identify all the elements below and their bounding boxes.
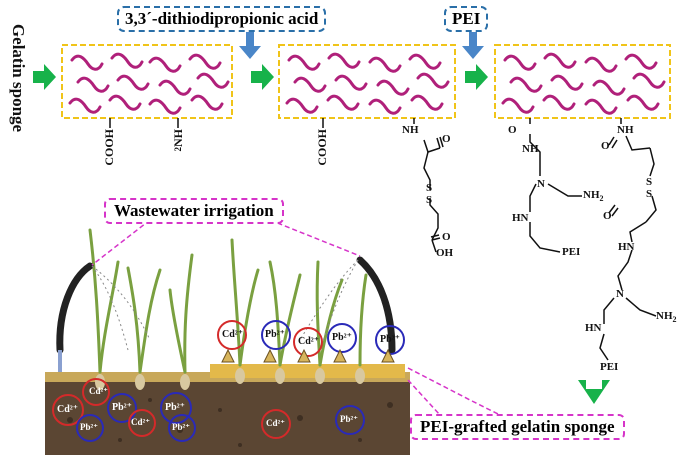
gelatin-sponge-label: Gelatin sponge [9,23,28,133]
soil [45,372,410,455]
ion-pb: Pb²⁺ [265,329,285,340]
ion-cd: Cd²⁺ [57,404,79,415]
amine-hn-left: HN [512,212,529,224]
pei-grafted-sponge-label: PEI-grafted gelatin sponge [410,414,625,440]
ion-pb: Pb²⁺ [80,422,98,432]
ion-cd: Cd²⁺ [131,417,150,427]
ion-cd: Cd²⁺ [266,418,285,428]
ion-pb: Pb²⁺ [112,402,132,413]
amine-nh2-right: NH2 [656,310,677,325]
ion-cd: Cd²⁺ [222,329,244,340]
irrigation-pipes [56,256,396,354]
tertiary-n-right: N [616,288,624,300]
sponge-box-2 [278,44,456,119]
binding-sites [221,348,395,363]
sulfur-1-right: S [646,176,653,188]
water-spray [91,259,359,351]
plant-bulbs [95,368,365,390]
ion-cd: Cd²⁺ [298,336,320,347]
amide-nh: NH [402,124,419,136]
sponge-box-3 [494,44,671,119]
wastewater-irrigation-label: Wastewater irrigation [104,198,284,224]
amine-nh2-left: NH2 [583,189,604,204]
ion-pb: Pb²⁺ [332,332,352,343]
tertiary-n-left: N [537,178,545,190]
arrow-down-icon [578,380,610,404]
water-drop [58,350,62,372]
cooh-group-2: COOH [315,129,329,166]
carbonyl-o2-right: O [603,210,612,222]
sulfur-1: S [426,182,433,194]
ion-pb: Pb²⁺ [340,414,358,424]
ion-cd: Cd²⁺ [89,386,108,396]
plants [88,228,368,374]
arrow-right-icon [251,64,274,90]
sulfur-2-right: S [646,188,653,200]
ion-circles [52,320,405,442]
ion-pb: Pb²⁺ [172,422,190,432]
sulfur-2: S [426,194,433,206]
pei-left: PEI [562,246,581,258]
green-arrows [33,64,610,404]
leader-lines [91,219,501,416]
arrow-down-icon [239,28,261,59]
reagent-dithiodipropionic-acid: 3,3´-dithiodipropionic acid [117,6,327,32]
pei-right: PEI [600,361,619,373]
arrow-right-icon [465,64,488,90]
amine-hn-right: HN [585,322,602,334]
carbonyl-o-right: O [601,140,610,152]
amide-nh-left: NH [522,143,539,155]
acid-oh: OH [436,247,454,259]
arrow-down-icon [462,28,484,59]
nh2-group: 2NH [171,129,185,152]
cooh-group: COOH [102,129,116,166]
amide-hn-right: HN [618,241,635,253]
chemical-bonds [109,118,657,361]
carbonyl-o: O [442,133,451,145]
carbonyl-o-left: O [508,124,517,136]
blue-arrows [239,28,484,59]
ion-pb: Pb²⁺ [380,334,400,345]
arrow-right-icon [33,64,56,90]
amide-nh-right: NH [617,124,634,136]
sponge-boxes [61,44,671,119]
ion-pb: Pb²⁺ [165,402,185,413]
reagent-pei: PEI [444,6,489,32]
acid-o: O [442,231,451,243]
